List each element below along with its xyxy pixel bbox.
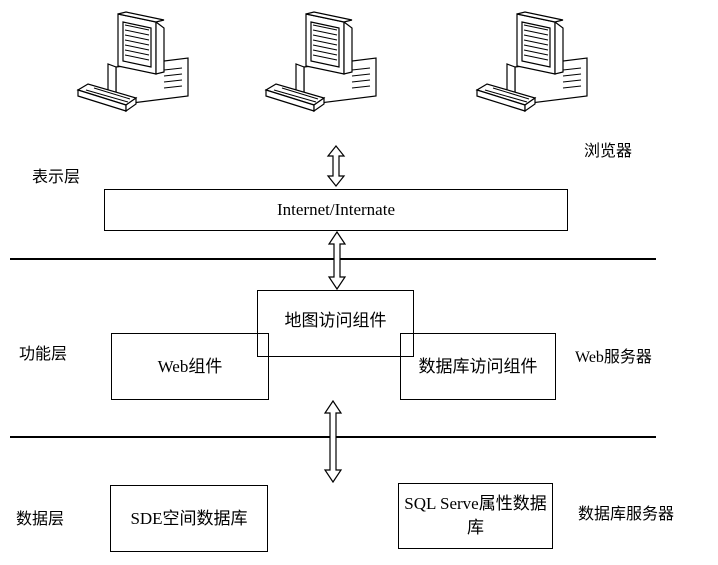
sql-attribute-db-label: SQL Serve属性数据库 <box>404 494 547 537</box>
sde-spatial-db-box: SDE空间数据库 <box>110 485 268 552</box>
function-layer-label: 功能层 <box>19 346 68 363</box>
web-server-label: Web服务器 <box>575 349 652 366</box>
db-access-component-label: 数据库访问组件 <box>418 356 538 376</box>
desktop-computer-icon <box>475 11 588 113</box>
db-access-component-box: 数据库访问组件 <box>400 333 556 400</box>
sde-spatial-db-label: SDE空间数据库 <box>130 508 248 528</box>
double-arrow-icon <box>323 399 343 484</box>
sql-attribute-db-box: SQL Serve属性数据库 <box>398 483 553 549</box>
web-component-label: Web组件 <box>157 356 223 376</box>
internet-box: Internet/Internate <box>104 189 568 231</box>
map-access-component-box: 地图访问组件 <box>257 290 414 357</box>
presentation-layer-label: 表示层 <box>32 169 81 186</box>
desktop-computer-icon <box>264 11 377 113</box>
double-arrow-icon <box>326 145 346 187</box>
double-arrow-icon <box>327 230 347 291</box>
web-component-box: Web组件 <box>111 333 269 400</box>
map-access-component-label: 地图访问组件 <box>284 311 387 330</box>
desktop-computer-icon <box>76 11 189 113</box>
data-layer-label: 数据层 <box>16 511 65 528</box>
browser-label: 浏览器 <box>584 143 633 160</box>
db-server-label: 数据库服务器 <box>578 506 675 523</box>
internet-box-label: Internet/Internate <box>277 200 395 219</box>
